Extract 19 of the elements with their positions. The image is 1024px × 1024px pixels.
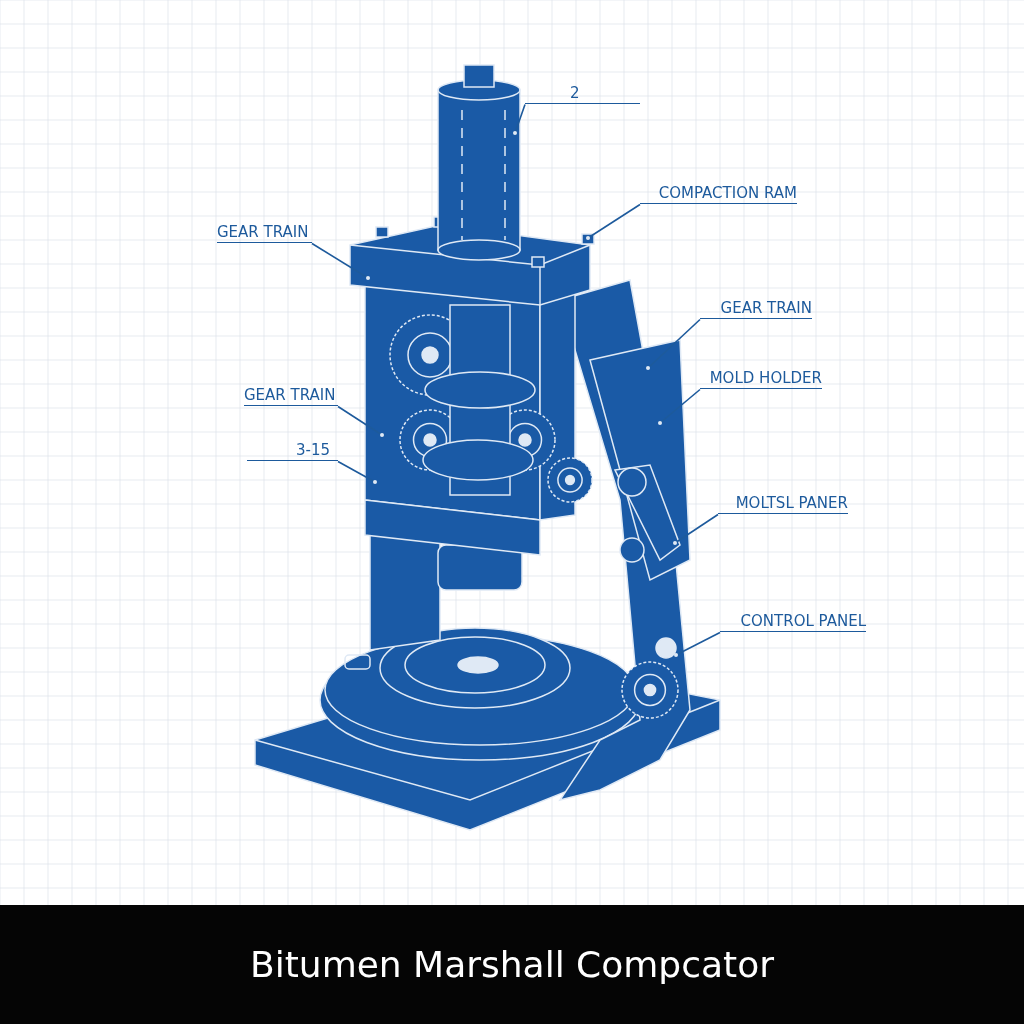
part-label: GEAR TRAIN: [700, 299, 812, 319]
part-label: CONTROL PANEL: [720, 612, 866, 632]
leader-line: [587, 203, 641, 239]
part-label: GEAR TRAIN: [244, 386, 338, 406]
part-label: MOLTSL PANER: [718, 494, 848, 514]
leader-line: [514, 103, 526, 134]
leader-line: [337, 460, 376, 483]
part-label: 2: [525, 84, 640, 104]
leader-line: [311, 242, 369, 279]
leader-line: [647, 318, 701, 369]
part-label: COMPACTION RAM: [640, 184, 797, 204]
part-label: 3-15: [247, 441, 338, 461]
leader-line: [675, 631, 721, 656]
part-label: MOLD HOLDER: [700, 369, 822, 389]
leader-line: [674, 513, 719, 544]
caption: Bitumen Marshall Compcator: [250, 944, 774, 985]
part-label: GEAR TRAIN: [217, 223, 312, 243]
leader-line: [337, 405, 383, 436]
leader-line: [659, 388, 701, 424]
